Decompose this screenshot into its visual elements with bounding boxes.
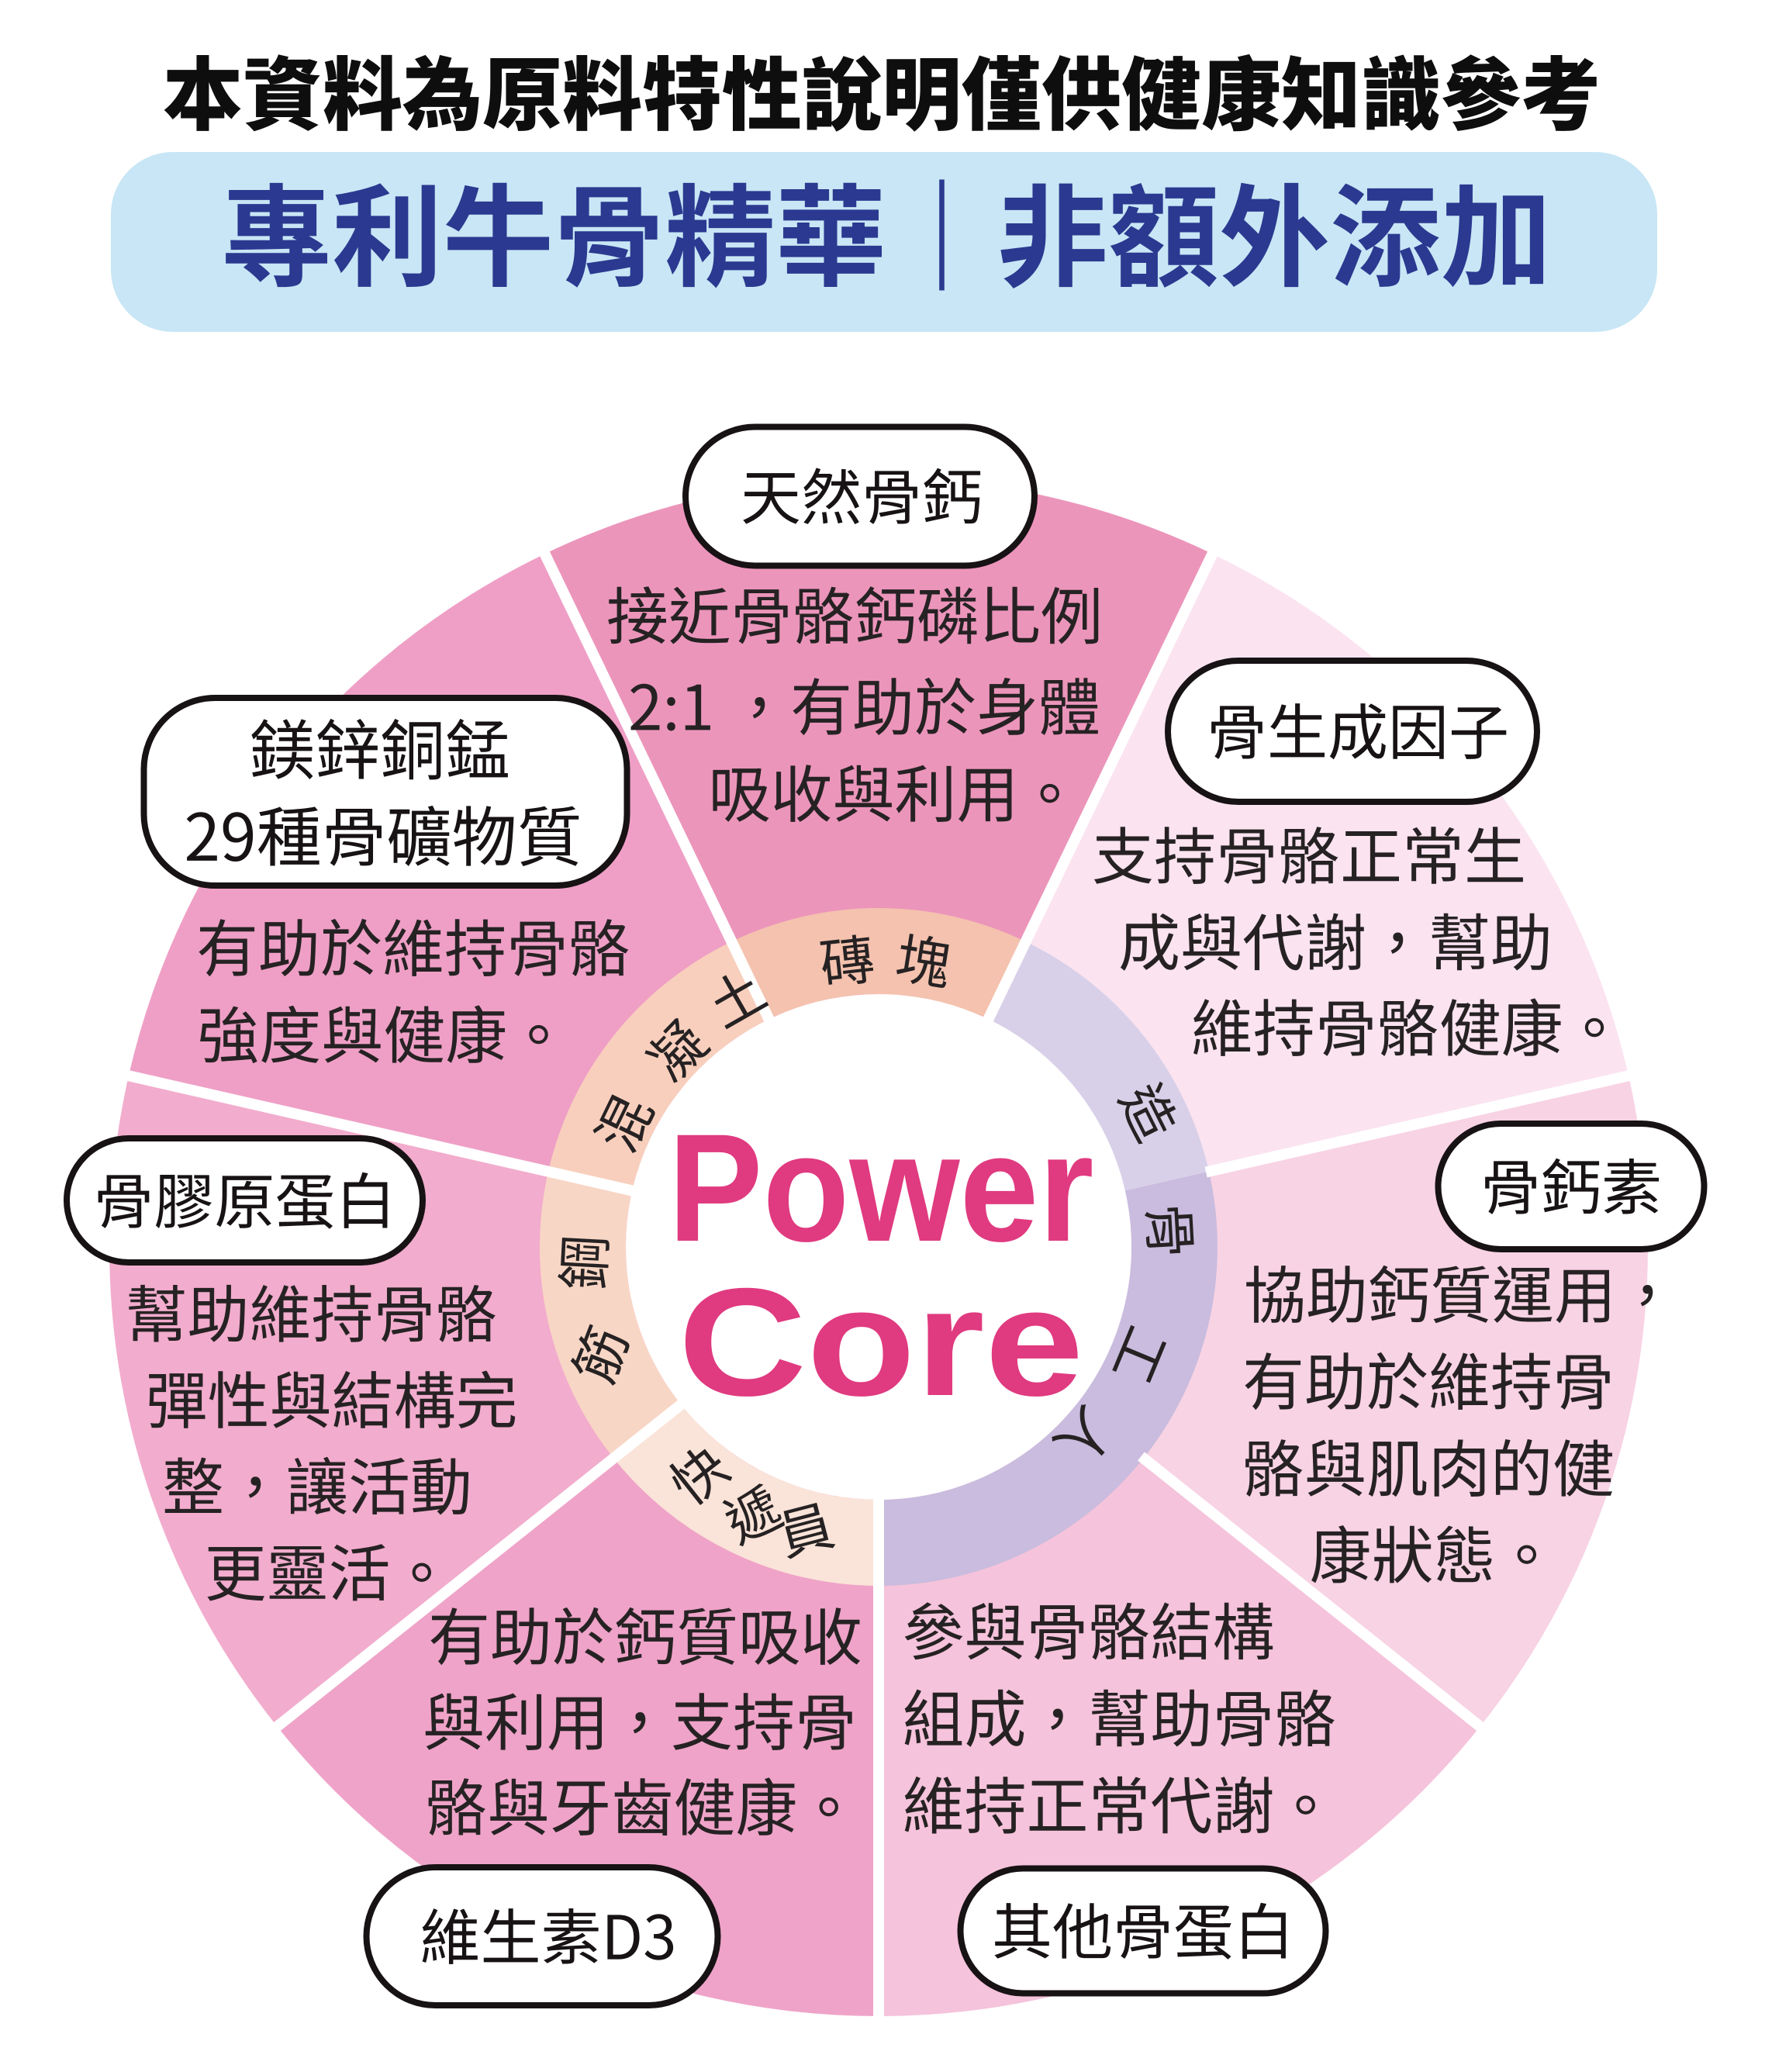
svg-text:Power: Power — [668, 1102, 1094, 1273]
svg-text:Core: Core — [679, 1256, 1084, 1428]
